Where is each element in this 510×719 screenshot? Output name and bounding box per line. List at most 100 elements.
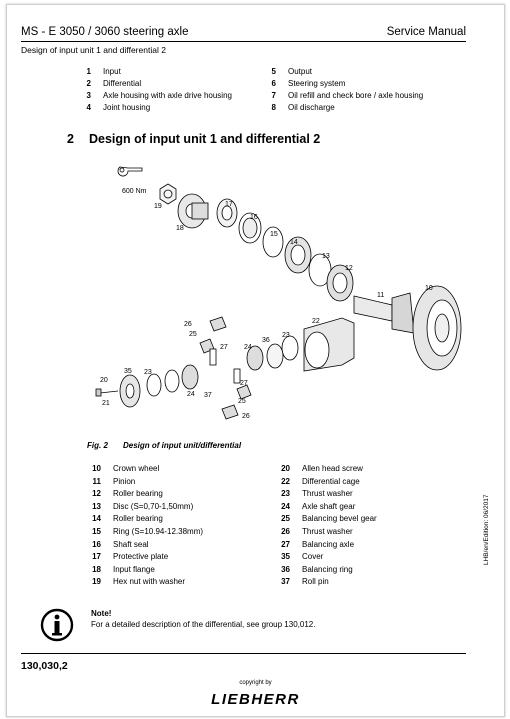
balancing-ring-drawing (164, 369, 180, 393)
legend-label: Protective plate (113, 552, 169, 562)
legend-label: Input flange (113, 564, 155, 574)
legend-number: 15 (92, 526, 101, 536)
callout-label: 27 (220, 344, 228, 351)
exploded-view-figure: 600 Nm 19 17 18 16 15 14 13 12 10 11 22 … (95, 166, 462, 420)
legend-number: 4 (86, 103, 91, 112)
legend-number: 19 (92, 577, 101, 587)
differential-cage-drawing (303, 317, 355, 372)
info-icon (40, 608, 74, 642)
callout-label: 20 (100, 377, 108, 384)
hex-nut-drawing (159, 183, 177, 205)
legend-label: Hex nut with washer (113, 577, 186, 587)
section-number: 2 (67, 132, 74, 146)
liebherr-logo: LIEBHERR (211, 691, 300, 708)
callout-label: 26 (184, 321, 192, 328)
legend-row: 22 Differential cage (276, 477, 476, 490)
document-subtitle: Design of input unit 1 and differential … (21, 45, 166, 55)
legend-row: 23 Thrust washer (276, 489, 476, 502)
legend-number: 16 (92, 539, 101, 549)
callout-label: 16 (250, 214, 258, 221)
callout-label: 37 (204, 392, 212, 399)
allen-screw-drawing (99, 390, 119, 394)
section-heading: 2 Design of input unit 1 and differential… (67, 132, 320, 146)
legend-number: 22 (281, 476, 290, 486)
legend-label: Cover (302, 552, 324, 562)
legend-row: 19 Hex nut with washer (87, 577, 267, 590)
legend-label: Balancing axle (302, 539, 355, 549)
callout-label: 18 (176, 225, 184, 232)
legend-number: 8 (271, 103, 276, 112)
legend-row: 16 Shaft seal (87, 540, 267, 553)
ring-drawing (262, 226, 284, 258)
legend-label: Roller bearing (113, 514, 163, 524)
torque-wrench-icon (117, 166, 143, 177)
document-title: MS - E 3050 / 3060 steering axle (21, 26, 189, 38)
balancing-axle-drawing (209, 348, 217, 366)
legend-row: 4 Joint housing (77, 103, 257, 115)
callout-label: 36 (262, 337, 270, 344)
legend-label: Differential cage (302, 476, 360, 486)
figure-label: Fig. 2 (87, 441, 108, 450)
callout-label: 15 (270, 231, 278, 238)
copyright-text: copyright by (239, 680, 272, 686)
legend-label: Axle shaft gear (302, 501, 356, 511)
legend-number: 36 (281, 564, 290, 574)
callout-label: 25 (238, 398, 246, 405)
legend-label: Steering system (288, 79, 346, 88)
balancing-axle-drawing (233, 368, 241, 384)
legend-number: 26 (281, 526, 290, 536)
legend-label: Shaft seal (113, 539, 149, 549)
legend-number: 3 (86, 91, 91, 100)
edition-text: LHB/en/Edition: 06/2017 (483, 494, 490, 565)
legend-label: Axle housing with axle drive housing (103, 91, 232, 100)
legend-number: 27 (281, 539, 290, 549)
callout-label: 24 (187, 391, 195, 398)
roller-bearing-drawing (284, 236, 312, 274)
callout-label: 35 (124, 368, 132, 375)
legend-row: 18 Input flange (87, 565, 267, 578)
section-title: Design of input unit 1 and differential … (89, 132, 321, 146)
header-rule (21, 41, 466, 42)
callout-label: 27 (240, 380, 248, 387)
axle-shaft-gear-drawing (246, 345, 264, 371)
crown-wheel-drawing (412, 285, 462, 371)
callout-label: 12 (345, 265, 353, 272)
legend-number: 25 (281, 514, 290, 524)
legend-label: Roller bearing (113, 489, 163, 499)
legend-number: 23 (281, 489, 290, 499)
callout-label: 21 (102, 400, 110, 407)
legend-label: Joint housing (103, 103, 151, 112)
axle-shaft-gear-drawing (181, 364, 199, 390)
legend-number: 17 (92, 552, 101, 562)
thrust-washer-drawing (281, 335, 299, 361)
manual-page: MS - E 3050 / 3060 steering axle Service… (6, 4, 505, 717)
legend-label: Thrust washer (302, 489, 353, 499)
page-number: 130,030,2 (21, 660, 68, 672)
legend-number: 18 (92, 564, 101, 574)
pinion-drawing (353, 292, 415, 334)
legend-label: Disc (S=0,70-1,50mm) (113, 501, 194, 511)
callout-label: 14 (290, 239, 298, 246)
torque-label: 600 Nm (122, 188, 147, 195)
note-text: For a detailed description of the differ… (91, 620, 316, 629)
cover-drawing (119, 374, 141, 408)
